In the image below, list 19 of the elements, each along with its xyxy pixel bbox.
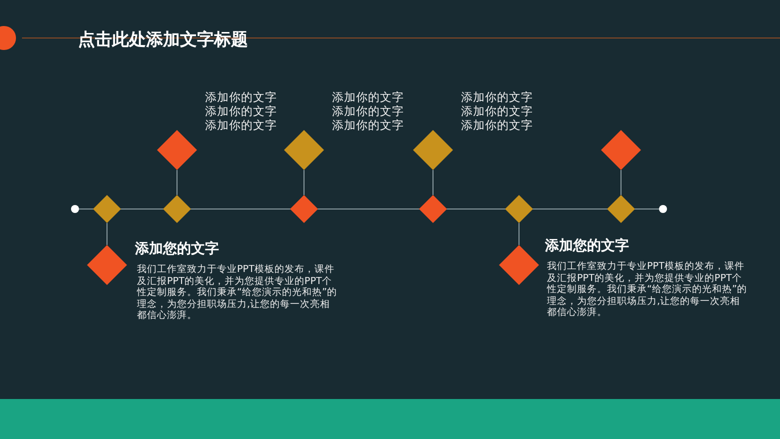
connector-line [518,222,520,246]
slide-title: 点击此处添加文字标题 [78,29,248,51]
item-description: 我们工作室致力于专业PPT模板的发布，课件及汇报PPT的美化，并为您提供专业的PPT个性定制服务。我们秉承“给您演示的光和热”的理念，为您分担职场压力,让您的每一次亮相都信心澎湃。 [137,264,337,322]
item-text: 添加你的文字 [332,90,404,104]
connector-line [106,222,108,246]
item-text: 添加你的文字 [205,118,277,132]
item-text: 添加你的文字 [332,104,404,118]
item-description: 我们工作室致力于专业PPT模板的发布，课件及汇报PPT的美化，并为您提供专业的PPT个性定制服务。我们秉承“给您演示的光和热”的理念，为您分担职场压力,让您的每一次亮相都信心澎湃。 [547,261,747,319]
item-text: 添加你的文字 [205,104,277,118]
item-text: 添加你的文字 [332,118,404,132]
item-text: 添加你的文字 [461,90,533,104]
item-heading: 添加您的文字 [545,237,629,255]
item-text: 添加你的文字 [205,90,277,104]
connector-line [432,170,434,196]
item-heading: 添加您的文字 [135,240,219,258]
connector-line [620,170,622,196]
item-text: 添加你的文字 [461,104,533,118]
connector-line [176,170,178,196]
item-text: 添加你的文字 [461,118,533,132]
